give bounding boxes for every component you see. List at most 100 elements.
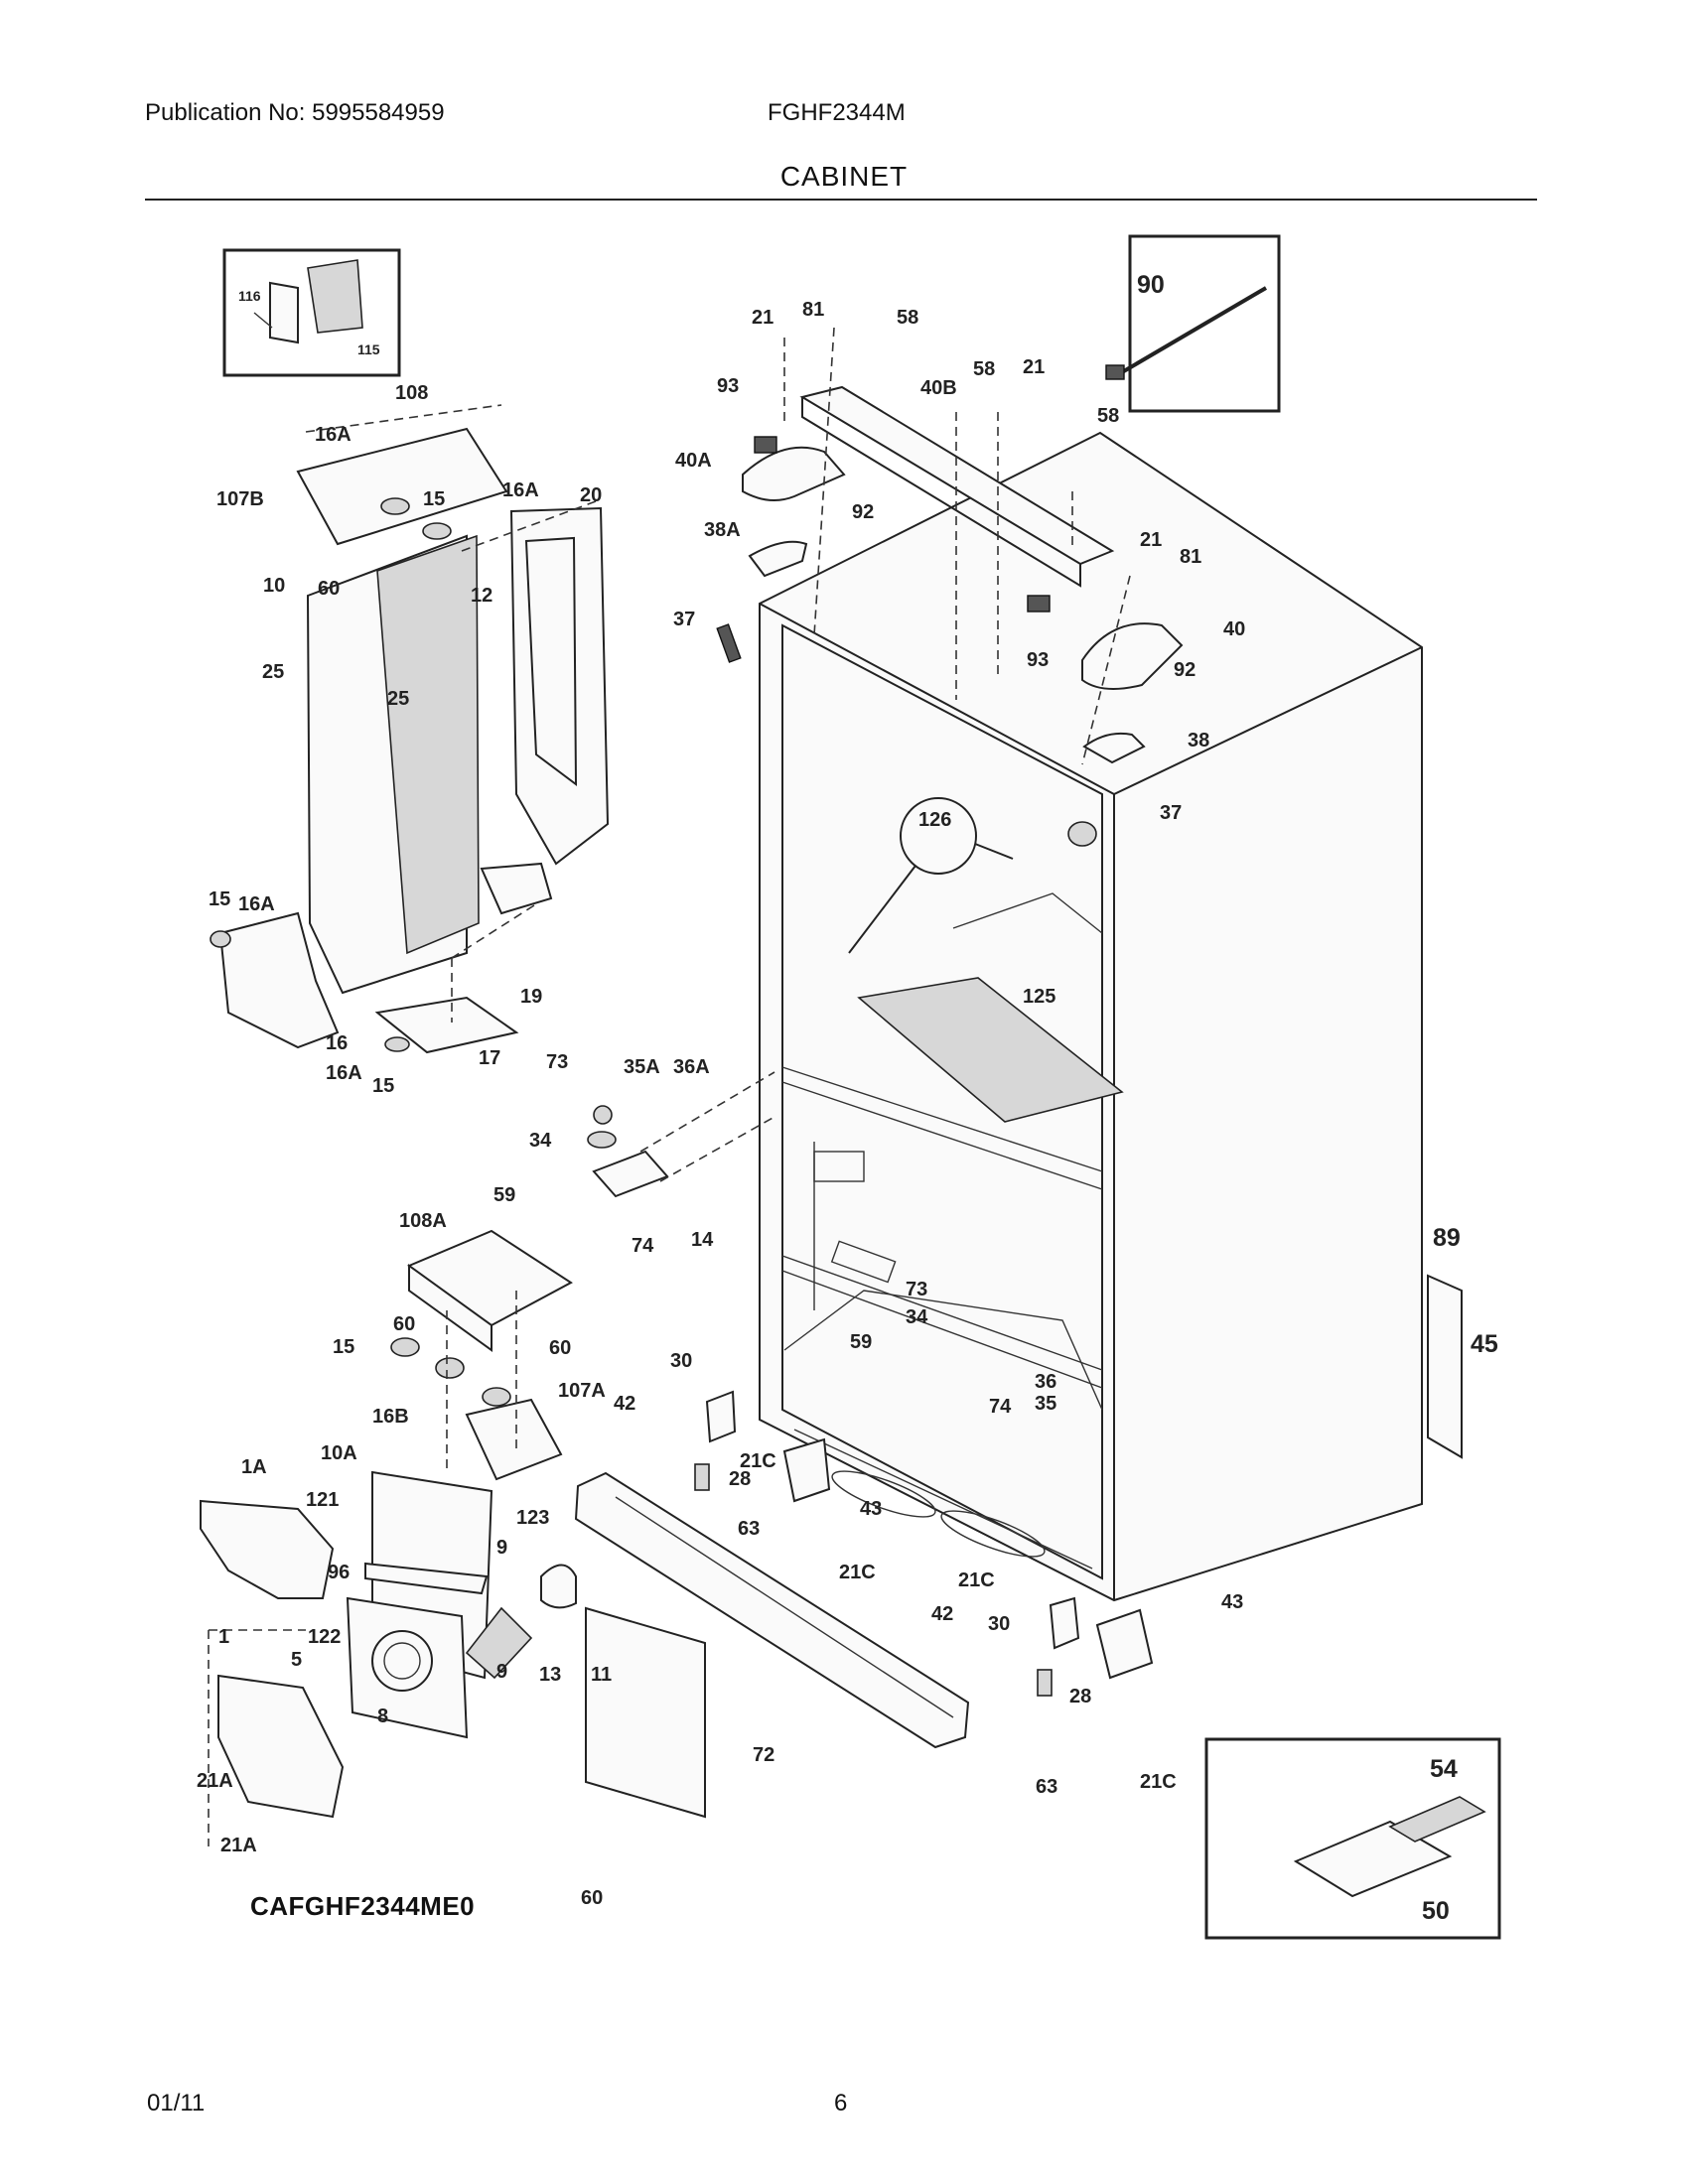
callout-40A: 40A xyxy=(675,450,712,472)
callout-93: 93 xyxy=(717,375,739,397)
callout-30: 30 xyxy=(670,1350,692,1372)
callout-21C-4: 21C xyxy=(1140,1771,1177,1793)
callout-35A: 35A xyxy=(624,1056,660,1078)
callout-121: 121 xyxy=(306,1489,339,1511)
dispenser-housing-assembly xyxy=(200,1470,706,1846)
model-number: FGHF2344M xyxy=(768,99,906,126)
callout-21A: 21A xyxy=(197,1770,233,1792)
callout-74: 74 xyxy=(632,1235,654,1257)
callout-1: 1 xyxy=(218,1626,229,1648)
callout-40B: 40B xyxy=(920,377,957,399)
callout-21C: 21C xyxy=(740,1450,776,1472)
callout-21C-2: 21C xyxy=(839,1562,876,1583)
callout-89: 89 xyxy=(1433,1224,1461,1252)
callout-14: 14 xyxy=(691,1229,714,1251)
page-number: 6 xyxy=(834,2090,848,2116)
callout-16A-4: 16A xyxy=(326,1062,362,1084)
callout-125: 125 xyxy=(1023,986,1055,1008)
callout-17: 17 xyxy=(479,1047,500,1069)
callout-92-2: 92 xyxy=(1174,659,1196,681)
callout-16A-2: 16A xyxy=(502,479,539,501)
ice-bucket-assembly xyxy=(390,1229,573,1481)
callout-60-4: 60 xyxy=(581,1887,603,1909)
shelf xyxy=(857,977,1124,1123)
callout-9: 9 xyxy=(496,1537,507,1559)
hinge-40 xyxy=(1081,622,1184,690)
callout-36: 36 xyxy=(1035,1371,1056,1393)
callout-81: 81 xyxy=(802,299,824,321)
callout-74-2: 74 xyxy=(989,1396,1012,1418)
hinge-40A xyxy=(742,446,846,501)
callout-40: 40 xyxy=(1223,618,1245,640)
callout-63: 63 xyxy=(738,1518,760,1540)
callout-108A: 108A xyxy=(399,1210,447,1232)
callout-21: 21 xyxy=(752,307,774,329)
callout-21C-3: 21C xyxy=(958,1570,995,1591)
callout-16A-3: 16A xyxy=(238,893,275,915)
callout-93-2: 93 xyxy=(1027,649,1049,671)
pad-93b xyxy=(1027,595,1051,613)
callout-126: 126 xyxy=(918,809,951,831)
detail-126-circle xyxy=(900,797,977,875)
callout-58-3: 58 xyxy=(1097,405,1119,427)
callout-30-2: 30 xyxy=(988,1613,1010,1635)
footer-date: 01/11 xyxy=(147,2090,206,2116)
callout-12: 12 xyxy=(471,585,492,607)
cabinet-body xyxy=(759,431,1423,1602)
callout-43: 43 xyxy=(860,1498,882,1520)
callout-37-2: 37 xyxy=(1160,802,1182,824)
callout-43-2: 43 xyxy=(1221,1591,1243,1613)
callout-90: 90 xyxy=(1137,271,1165,299)
callout-58: 58 xyxy=(897,307,918,329)
part-callouts: 116 115 108 16A 107B 15 16A 20 10 60 12 … xyxy=(197,271,1498,1925)
callout-37: 37 xyxy=(673,609,695,630)
callout-1A: 1A xyxy=(241,1456,267,1478)
header-divider xyxy=(145,199,1537,201)
callout-10A: 10A xyxy=(321,1442,357,1464)
callout-81-2: 81 xyxy=(1180,546,1201,568)
callout-58-2: 58 xyxy=(973,358,995,380)
hinge-38 xyxy=(1082,732,1146,764)
callout-20: 20 xyxy=(580,484,602,506)
callout-122: 122 xyxy=(308,1626,341,1648)
callout-16: 16 xyxy=(326,1032,348,1054)
callout-25-2: 25 xyxy=(387,688,409,710)
callout-96: 96 xyxy=(328,1562,350,1583)
callout-54: 54 xyxy=(1430,1755,1458,1783)
top-hinge-cover xyxy=(799,385,1115,566)
callout-21-3: 21 xyxy=(1140,529,1162,551)
callout-15-2: 15 xyxy=(209,888,230,910)
callout-108: 108 xyxy=(395,382,428,404)
callout-34: 34 xyxy=(529,1130,552,1152)
callout-107B: 107B xyxy=(216,488,264,510)
callout-63-2: 63 xyxy=(1036,1776,1057,1798)
callout-59-2: 59 xyxy=(850,1331,872,1353)
callout-15-3: 15 xyxy=(372,1075,394,1097)
callout-13: 13 xyxy=(539,1664,561,1686)
side-bracket xyxy=(1427,1274,1463,1459)
callout-42-2: 42 xyxy=(931,1603,953,1625)
callout-21A-2: 21A xyxy=(220,1835,257,1856)
callout-21-2: 21 xyxy=(1023,356,1045,378)
callout-36A: 36A xyxy=(673,1056,710,1078)
callout-16A: 16A xyxy=(315,424,352,446)
stop-37 xyxy=(716,623,742,663)
callout-34-2: 34 xyxy=(906,1306,928,1328)
callout-15-4: 15 xyxy=(333,1336,354,1358)
callout-25: 25 xyxy=(262,661,284,683)
callout-72: 72 xyxy=(753,1744,774,1766)
callout-28-2: 28 xyxy=(1069,1686,1091,1707)
kick-plate xyxy=(574,1471,970,1749)
ice-compartment-assembly xyxy=(210,404,610,1054)
callout-92: 92 xyxy=(852,501,874,523)
callout-28: 28 xyxy=(729,1468,751,1490)
page-title: CABINET xyxy=(779,161,909,192)
callout-8: 8 xyxy=(377,1706,388,1727)
callout-73: 73 xyxy=(546,1051,568,1073)
callout-123: 123 xyxy=(516,1507,549,1529)
callout-60-2: 60 xyxy=(393,1313,415,1335)
hinge-38A xyxy=(748,540,808,578)
callout-116: 116 xyxy=(238,288,261,304)
callout-38A: 38A xyxy=(704,519,741,541)
